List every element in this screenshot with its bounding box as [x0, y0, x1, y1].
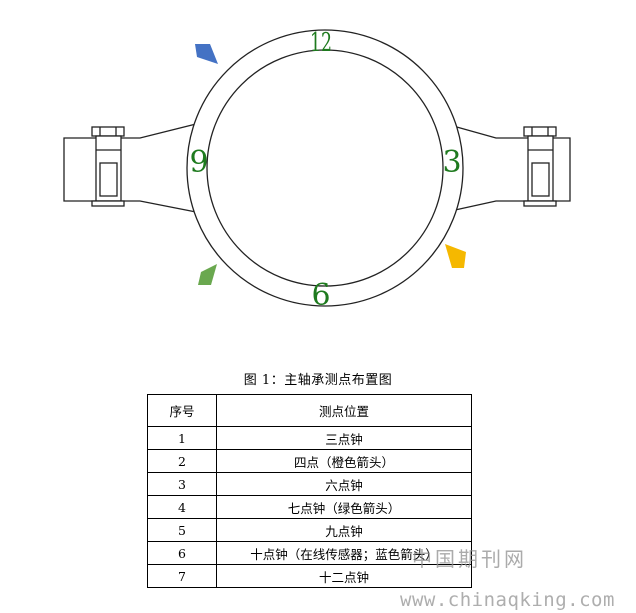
clock-label-6: 6	[311, 278, 330, 313]
blue-arrow-icon	[195, 44, 218, 64]
clock-label-3: 3	[442, 145, 461, 180]
table-header-row: 序号 测点位置	[147, 394, 472, 427]
row-location: 六点钟	[216, 472, 472, 496]
table-row: 5 九点钟	[147, 518, 472, 542]
row-location: 四点（橙色箭头）	[216, 449, 472, 473]
bearing-inner-ring	[206, 49, 444, 287]
row-location: 九点钟	[216, 518, 472, 542]
table-row: 2 四点（橙色箭头）	[147, 449, 472, 473]
measurement-points-table: 序号 测点位置 1 三点钟 2 四点（橙色箭头） 3 六点钟 4 七点钟（绿色箭…	[147, 394, 472, 588]
row-location: 十二点钟	[216, 564, 472, 588]
watermark-chinese: 中国期刊网	[412, 547, 527, 571]
row-index: 5	[147, 518, 217, 542]
right-bolt	[523, 126, 557, 207]
bearing-diagram: 12 3 6 9	[63, 28, 571, 313]
row-location: 十点钟（在线传感器；蓝色箭头）	[216, 541, 472, 565]
left-bolt	[91, 126, 125, 207]
left-flange	[63, 123, 197, 213]
header-index: 序号	[147, 394, 217, 427]
row-location: 七点钟（绿色箭头）	[216, 495, 472, 519]
figure-caption: 图 1：主轴承测点布置图	[243, 373, 393, 388]
table-row: 6 十点钟（在线传感器；蓝色箭头）	[147, 541, 472, 565]
watermark-url: www.chinaqking.com	[400, 589, 615, 611]
clock-label-9: 9	[189, 145, 208, 180]
green-arrow-icon	[198, 264, 217, 285]
table-row: 1 三点钟	[147, 426, 472, 450]
table-row: 7 十二点钟	[147, 564, 472, 588]
row-index: 2	[147, 449, 217, 473]
table-row: 4 七点钟（绿色箭头）	[147, 495, 472, 519]
orange-arrow-icon	[445, 244, 466, 268]
row-index: 4	[147, 495, 217, 519]
row-index: 3	[147, 472, 217, 496]
row-index: 1	[147, 426, 217, 450]
clock-label-12: 12	[310, 28, 332, 58]
row-index: 6	[147, 541, 217, 565]
table-row: 3 六点钟	[147, 472, 472, 496]
header-location: 测点位置	[216, 394, 472, 427]
row-index: 7	[147, 564, 217, 588]
row-location: 三点钟	[216, 426, 472, 450]
